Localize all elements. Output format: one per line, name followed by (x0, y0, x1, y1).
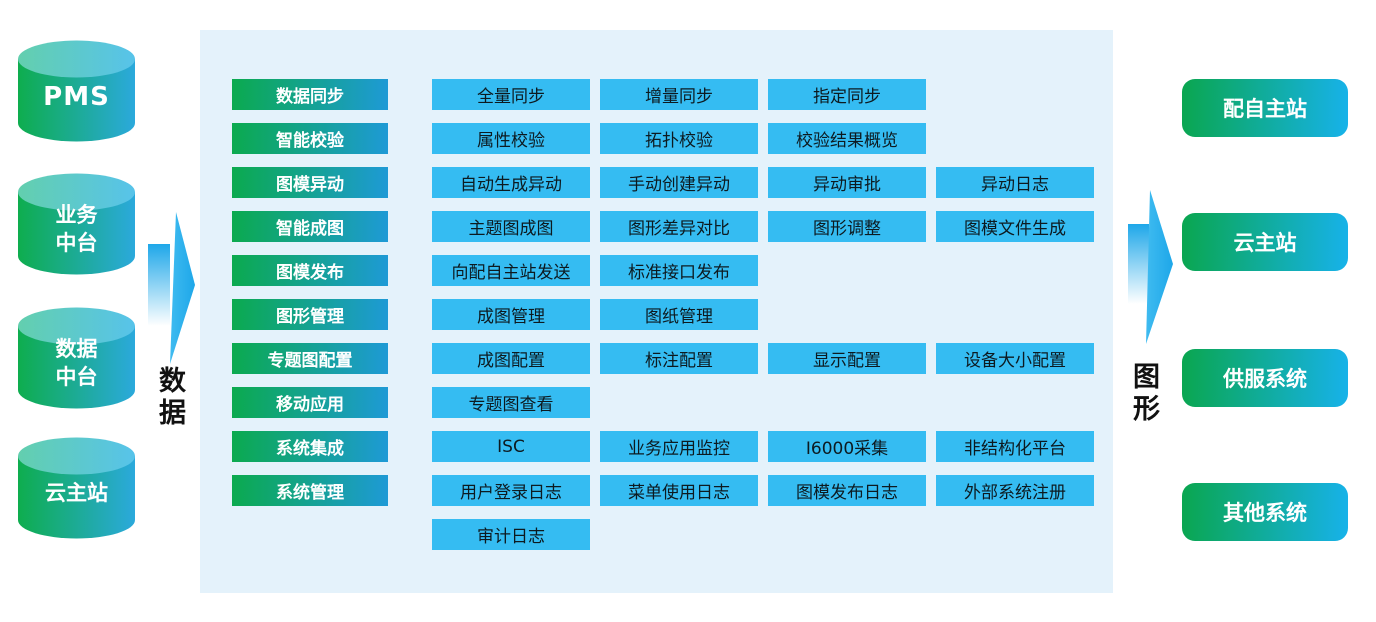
module-rows: 数据同步 全量同步增量同步指定同步智能校验 属性校验拓扑校验校验结果概览图模异动 自动… (232, 79, 1094, 550)
cylinder-shape-icon (18, 307, 135, 409)
cylinder-label-line: 业务 (55, 203, 98, 228)
target-system-box: 配自主站 (1182, 79, 1348, 137)
module-row: 智能成图 主题图成图图形差异对比图形调整图模文件生成 (232, 211, 1094, 242)
cylinder-shape-icon (18, 40, 135, 142)
feature-button: 自动生成异动 (432, 167, 590, 198)
data-middle-platform-cylinder: 数据中台 (18, 307, 135, 409)
category-button: 移动应用 (232, 387, 388, 418)
feature-button: 业务应用监控 (600, 431, 758, 462)
feature-button: 显示配置 (768, 343, 926, 374)
flow-label-data: 数据 (154, 366, 185, 430)
feature-button: 标注配置 (600, 343, 758, 374)
feature-button: 图模文件生成 (936, 211, 1094, 242)
graphics-flow-arrow-right-icon (1128, 190, 1173, 344)
feature-button: 手动创建异动 (600, 167, 758, 198)
feature-button: 主题图成图 (432, 211, 590, 242)
module-row: 系统管理 用户登录日志菜单使用日志图模发布日志外部系统注册 (232, 475, 1094, 506)
cloud-master-station-source-cylinder: 云主站 (18, 437, 135, 539)
feature-button: 异动日志 (936, 167, 1094, 198)
cylinder-label-line: 中台 (55, 231, 98, 255)
module-row: 图模异动 自动生成异动手动创建异动异动审批异动日志 (232, 167, 1094, 198)
feature-button: 用户登录日志 (432, 475, 590, 506)
feature-button: 标准接口发布 (600, 255, 758, 286)
feature-button: 专题图查看 (432, 387, 590, 418)
module-row: 数据同步 全量同步增量同步指定同步 (232, 79, 1094, 110)
cylinder-label-line: 中台 (55, 365, 98, 389)
business-middle-platform-cylinder: 业务中台 (18, 173, 135, 275)
feature-button: ISC (432, 431, 590, 462)
pms-database-cylinder: PMS (18, 40, 135, 142)
feature-button: 图纸管理 (600, 299, 758, 330)
module-row: 智能校验 属性校验拓扑校验校验结果概览 (232, 123, 1094, 154)
module-row: 移动应用 专题图查看 (232, 387, 1094, 418)
feature-button: 图形调整 (768, 211, 926, 242)
feature-button: 图模发布日志 (768, 475, 926, 506)
feature-button: 菜单使用日志 (600, 475, 758, 506)
feature-button: 非结构化平台 (936, 431, 1094, 462)
category-button: 系统管理 (232, 475, 388, 506)
feature-button: 指定同步 (768, 79, 926, 110)
target-system-box: 供服系统 (1182, 349, 1348, 407)
category-button: 智能成图 (232, 211, 388, 242)
feature-button: 外部系统注册 (936, 475, 1094, 506)
feature-button: 拓扑校验 (600, 123, 758, 154)
module-row: 图形管理 成图管理图纸管理 (232, 299, 1094, 330)
cylinder-label: PMS (18, 40, 135, 142)
cylinder-label: 云主站 (18, 437, 135, 539)
category-button: 图模异动 (232, 167, 388, 198)
function-panel: 数据同步 全量同步增量同步指定同步智能校验 属性校验拓扑校验校验结果概览图模异动 自动… (200, 30, 1113, 593)
feature-button: 图形差异对比 (600, 211, 758, 242)
category-button: 专题图配置 (232, 343, 388, 374)
feature-button: 全量同步 (432, 79, 590, 110)
cylinder-shape-icon (18, 173, 135, 275)
target-system-box: 云主站 (1182, 213, 1348, 271)
category-button: 图模发布 (232, 255, 388, 286)
cylinder-label: 数据中台 (18, 307, 135, 409)
module-row: 系统集成 ISC 业务应用监控 I6000采集非结构化平台 (232, 431, 1094, 462)
feature-button: 成图管理 (432, 299, 590, 330)
cylinder-label-line: PMS (43, 81, 110, 112)
target-system-box: 其他系统 (1182, 483, 1348, 541)
feature-button: 向配自主站发送 (432, 255, 590, 286)
feature-button: 异动审批 (768, 167, 926, 198)
feature-button: I6000采集 (768, 431, 926, 462)
flow-label-graphics: 图形 (1128, 362, 1159, 426)
cylinder-label-line: 数据 (55, 337, 98, 362)
feature-button: 设备大小配置 (936, 343, 1094, 374)
module-row: 审计日志 (232, 519, 1094, 550)
cylinder-shape-icon (18, 437, 135, 539)
feature-button: 增量同步 (600, 79, 758, 110)
module-row: 图模发布 向配自主站发送标准接口发布 (232, 255, 1094, 286)
feature-button: 校验结果概览 (768, 123, 926, 154)
cylinder-label-line: 云主站 (45, 481, 108, 506)
cylinder-label: 业务中台 (18, 173, 135, 275)
feature-button: 成图配置 (432, 343, 590, 374)
feature-button: 属性校验 (432, 123, 590, 154)
feature-button: 审计日志 (432, 519, 590, 550)
category-button: 图形管理 (232, 299, 388, 330)
category-button: 智能校验 (232, 123, 388, 154)
module-row: 专题图配置 成图配置标注配置显示配置设备大小配置 (232, 343, 1094, 374)
category-button: 系统集成 (232, 431, 388, 462)
data-flow-arrow-right-icon (148, 212, 195, 364)
category-button: 数据同步 (232, 79, 388, 110)
